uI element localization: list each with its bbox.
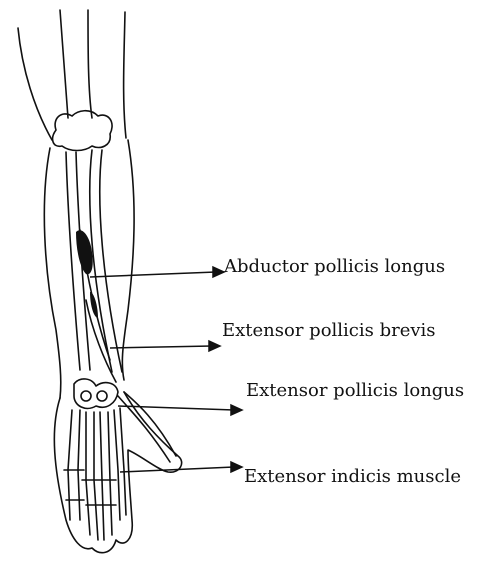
arrowhead-abductor <box>213 267 224 277</box>
forearm-outline <box>44 148 60 398</box>
elbow-joint <box>53 111 112 151</box>
label-extensor-pollicis-longus: Extensor pollicis longus <box>246 381 464 401</box>
carpal-bones <box>74 379 118 408</box>
leader-line-extensor-brevis <box>110 346 212 348</box>
humerus-bone <box>60 10 92 118</box>
upper-arm-outline <box>18 28 52 140</box>
finger-bones <box>68 408 126 540</box>
label-extensor-indicis-muscle: Extensor indicis muscle <box>244 467 461 487</box>
arrowhead-extensor-longus <box>231 405 242 415</box>
arrowhead-extensor-brevis <box>209 341 220 351</box>
leader-line-abductor <box>90 272 216 277</box>
radius-bone <box>90 150 112 372</box>
muscle-belly <box>76 230 93 274</box>
thumb-bones <box>118 392 176 462</box>
arrowhead-extensor-indicis <box>231 462 242 472</box>
label-abductor-pollicis-longus: Abductor pollicis longus <box>224 257 445 277</box>
label-extensor-pollicis-brevis: Extensor pollicis brevis <box>222 321 436 341</box>
